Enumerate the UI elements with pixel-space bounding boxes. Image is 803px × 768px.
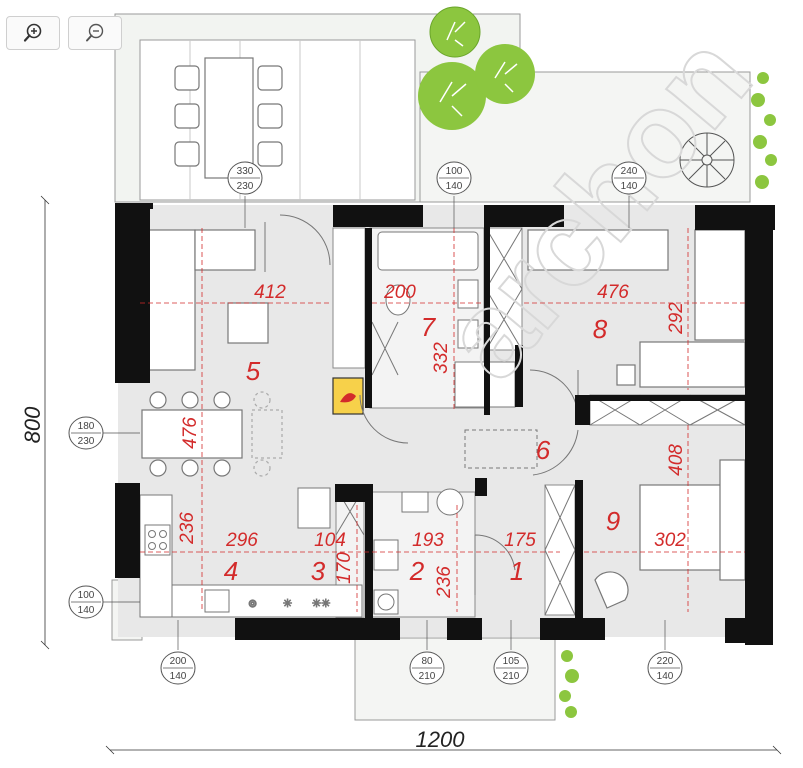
overall-width-label: 1200	[416, 727, 466, 752]
dim-412: 412	[254, 282, 286, 303]
opening-o8-top: 105	[503, 656, 520, 667]
opening-o1-bottom: 230	[237, 181, 254, 192]
dim-200: 200	[383, 282, 416, 303]
dim-193: 193	[412, 530, 444, 551]
dim-175: 175	[504, 530, 536, 551]
opening-o5-bottom: 140	[78, 605, 95, 616]
opening-o6-bottom: 140	[170, 671, 187, 682]
terrace-dining-set	[174, 57, 283, 179]
opening-o6-top: 200	[170, 656, 187, 667]
dimension-values: 412 200 476 292 332 476 408 236 296 104 …	[177, 282, 687, 599]
overall-dimension-lines	[40, 195, 782, 755]
opening-o3-top: 240	[621, 166, 638, 177]
opening-o7-bottom: 210	[419, 671, 436, 682]
opening-o2-bottom: 140	[446, 181, 463, 192]
dim-302: 302	[654, 530, 686, 551]
room-number-2: 2	[409, 556, 425, 586]
opening-o5-top: 100	[78, 590, 95, 601]
dim-476-h: 476	[597, 282, 629, 303]
zoom-in-icon	[23, 23, 42, 42]
room-number-8: 8	[593, 314, 608, 344]
hall-rug	[464, 429, 538, 469]
trees	[418, 6, 777, 718]
opening-o9-top: 220	[657, 656, 674, 667]
svg-text:⊚: ⊚	[248, 597, 257, 610]
doors	[264, 214, 579, 595]
room-number-7: 7	[421, 312, 437, 342]
opening-o1-top: 330	[237, 166, 254, 177]
overall-height-label: 800	[20, 406, 45, 443]
dim-332: 332	[431, 342, 452, 374]
opening-o2-top: 100	[446, 166, 463, 177]
wardrobes	[335, 227, 746, 616]
dim-236-b: 236	[434, 566, 455, 599]
dim-292: 292	[666, 302, 687, 335]
zoom-in-button[interactable]	[6, 16, 60, 50]
opening-o8-bottom: 210	[503, 671, 520, 682]
room-number-9: 9	[606, 506, 620, 536]
opening-o7-top: 80	[421, 656, 433, 667]
room-numbers: 1 2 3 4 5 6 7 8 9	[224, 312, 620, 586]
opening-o3-bottom: 140	[621, 181, 638, 192]
opening-o9-bottom: 140	[657, 671, 674, 682]
dining-table	[141, 391, 283, 477]
zoom-out-button[interactable]	[68, 16, 122, 50]
zoom-toolbar	[6, 16, 122, 50]
dimension-lines	[140, 228, 745, 612]
room-number-5: 5	[246, 356, 261, 386]
zoom-out-icon	[86, 23, 104, 42]
dim-104: 104	[314, 530, 346, 551]
walls	[115, 203, 775, 645]
svg-text:✳✳: ✳✳	[312, 597, 330, 610]
room-number-1: 1	[510, 556, 524, 586]
room-number-6: 6	[536, 435, 551, 465]
kitchen: ⊚ ✳ ✳✳	[139, 487, 363, 618]
bedroom-furniture	[527, 229, 746, 609]
room-number-4: 4	[224, 556, 238, 586]
opening-o4-bottom: 230	[78, 436, 95, 447]
dim-408: 408	[666, 444, 687, 476]
opening-o4-top: 180	[78, 421, 95, 432]
room-number-3: 3	[311, 556, 326, 586]
dim-170: 170	[334, 552, 355, 584]
opening-tags: 330 230 100 140 240 140 180 230 100 140 …	[68, 161, 683, 685]
svg-text:✳: ✳	[283, 597, 292, 610]
spiral-stair	[679, 132, 735, 188]
dim-476-v: 476	[180, 417, 201, 449]
dim-236-a: 236	[177, 512, 198, 545]
dim-296: 296	[225, 530, 258, 551]
